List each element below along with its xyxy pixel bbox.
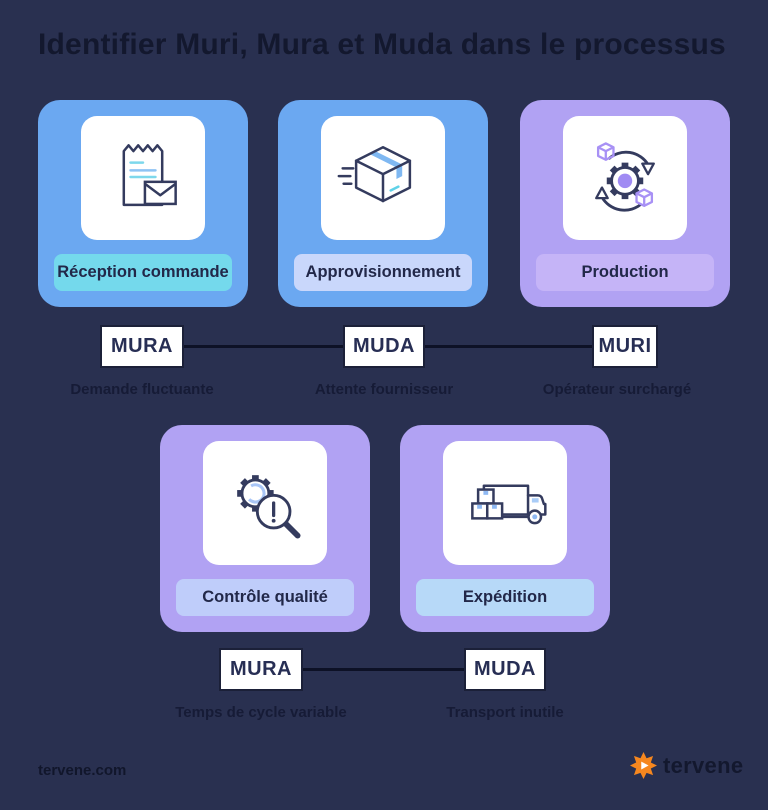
delivery-truck-icon xyxy=(471,484,547,525)
icon-box xyxy=(321,116,445,240)
brand-wordmark: tervene xyxy=(663,752,744,778)
waste-caption-mura-bottom: Temps de cycle variable xyxy=(175,704,347,721)
step-label-production: Production xyxy=(536,254,714,291)
step-label-expedition: Expédition xyxy=(416,579,594,616)
shipping-box-icon xyxy=(337,146,412,203)
waste-caption-muda-top: Attente fournisseur xyxy=(314,381,454,398)
step-label-controle-qualite: Contrôle qualité xyxy=(176,579,354,616)
icon-box xyxy=(563,116,687,240)
process-card-reception: Réception commande xyxy=(38,100,248,307)
icon-box xyxy=(443,441,567,565)
waste-box-muri: MURI xyxy=(592,325,658,368)
process-card-approvisionnement: Approvisionnement xyxy=(278,100,488,307)
process-card-controle-qualite: Contrôle qualité xyxy=(160,425,370,632)
connector-line-bottom xyxy=(261,668,505,671)
waste-caption-mura-top: Demande fluctuante xyxy=(70,381,214,398)
receipt-envelope-icon xyxy=(122,144,177,207)
process-card-expedition: Expédition xyxy=(400,425,610,632)
icon-box xyxy=(203,441,327,565)
waste-box-mura-top: MURA xyxy=(100,325,184,368)
waste-box-muda-top: MUDA xyxy=(343,325,425,368)
starburst-icon xyxy=(630,752,657,779)
step-label-approvisionnement: Approvisionnement xyxy=(294,254,472,291)
step-label-reception: Réception commande xyxy=(54,254,232,291)
page-title: Identifier Muri, Mura et Muda dans le pr… xyxy=(38,28,726,61)
website-url: tervene.com xyxy=(38,762,127,779)
waste-box-mura-bottom: MURA xyxy=(219,648,303,691)
waste-caption-muri: Opérateur surchargé xyxy=(542,381,692,398)
waste-box-muda-bottom: MUDA xyxy=(464,648,546,691)
process-card-production: Production xyxy=(520,100,730,307)
quality-check-icon xyxy=(237,475,301,539)
brand-logo: tervene xyxy=(630,752,743,779)
waste-caption-muda-bottom: Transport inutile xyxy=(446,704,564,721)
production-cycle-icon xyxy=(595,142,655,212)
icon-box xyxy=(81,116,205,240)
